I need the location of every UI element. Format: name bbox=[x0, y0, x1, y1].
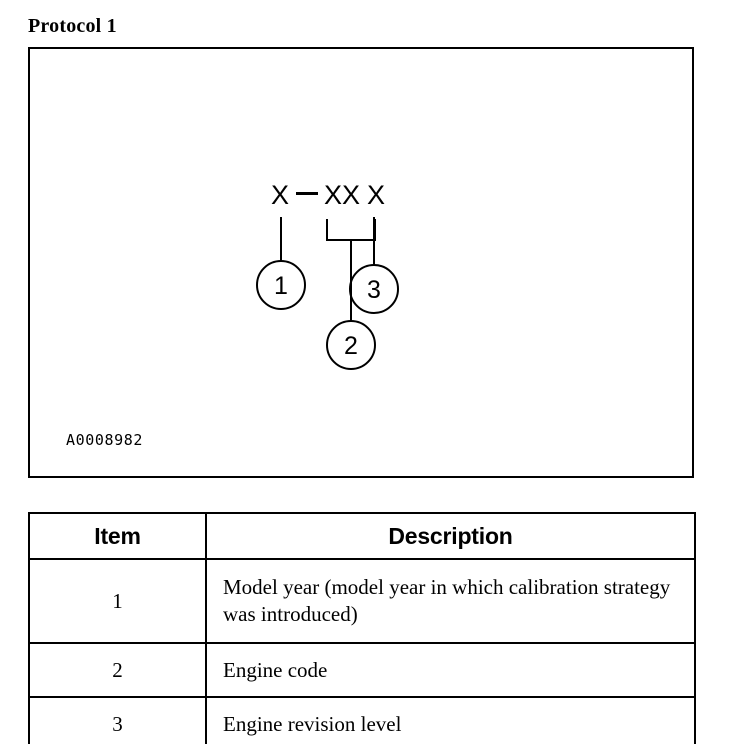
callout-circle-3 bbox=[349, 264, 399, 314]
cell-item-description: Model year (model year in which calibrat… bbox=[205, 558, 696, 644]
legend-table: Item Description 1 Model year (model yea… bbox=[28, 512, 696, 744]
table-row: 2 Engine code bbox=[28, 642, 696, 698]
cell-item-number: 2 bbox=[28, 642, 207, 698]
cell-item-number: 1 bbox=[28, 558, 207, 644]
page-title: Protocol 1 bbox=[28, 15, 117, 37]
code-char-1: X bbox=[271, 180, 289, 210]
column-header-description: Description bbox=[205, 512, 696, 560]
cell-item-description: Engine code bbox=[205, 642, 696, 698]
callout-number-1: 1 bbox=[274, 272, 288, 300]
code-chars-2: XX bbox=[324, 180, 360, 210]
callout-number-2: 2 bbox=[344, 332, 358, 360]
figure-reference-code: A0008982 bbox=[66, 431, 144, 449]
figure-box: X XX X bbox=[28, 47, 694, 478]
table-row: 1 Model year (model year in which calibr… bbox=[28, 558, 696, 644]
calibration-code-diagram: X XX X bbox=[30, 49, 696, 480]
table-row: 3 Engine revision level bbox=[28, 696, 696, 744]
table-header-row: Item Description bbox=[28, 512, 696, 560]
cell-item-number: 3 bbox=[28, 696, 207, 744]
callout-number-3: 3 bbox=[367, 276, 381, 304]
callout-circle-1 bbox=[256, 260, 306, 310]
code-dash bbox=[296, 192, 318, 195]
column-header-item: Item bbox=[28, 512, 207, 560]
cell-item-description: Engine revision level bbox=[205, 696, 696, 744]
code-char-3: X bbox=[367, 180, 385, 210]
callout-circle-2 bbox=[326, 320, 376, 370]
